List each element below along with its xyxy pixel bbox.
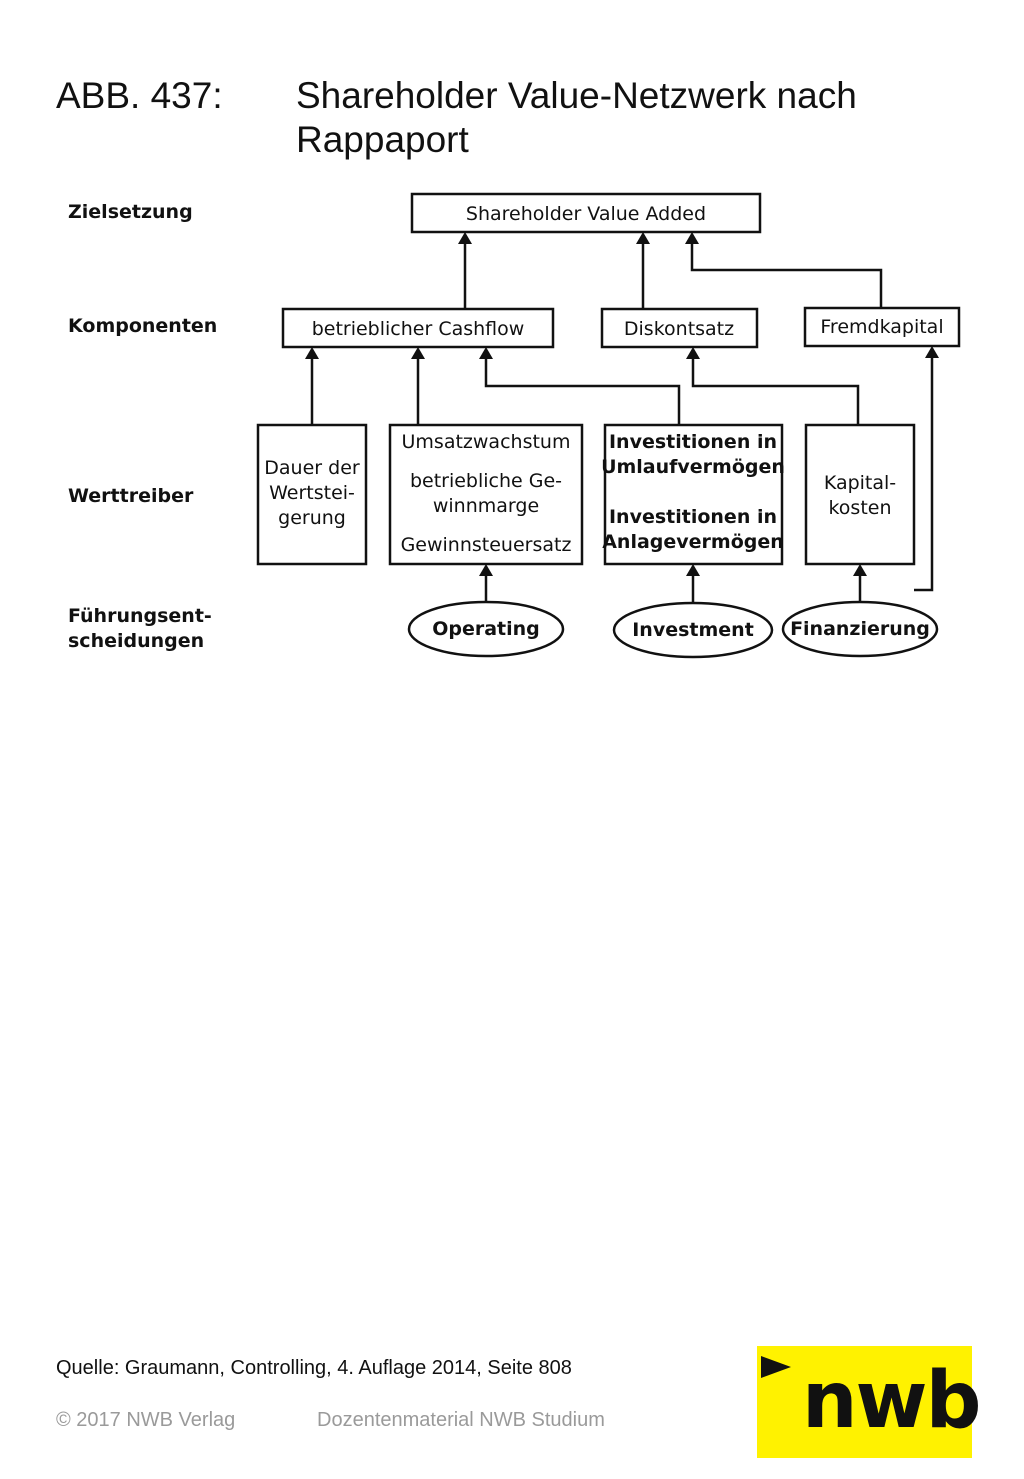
driver-dauer-line-1: Dauer der	[264, 457, 360, 479]
level-label-fuehrung-1: Führungsent-	[68, 605, 212, 627]
driver-kapitalkosten-line-1: Kapital-	[824, 472, 896, 494]
driver-investitionen-line-1: Investitionen in	[609, 431, 777, 453]
course-material-label: Dozentenmaterial NWB Studium	[317, 1409, 605, 1431]
driver-dauer-line-2: Wertstei-	[269, 482, 355, 504]
level-label-komponenten: Komponenten	[68, 315, 217, 337]
driver-kapitalkosten-box	[804, 423, 916, 566]
logo-text: nwb	[802, 1356, 981, 1446]
component-diskontsatz-label: Diskontsatz	[624, 318, 734, 340]
driver-kapitalkosten-line-2: kosten	[828, 497, 891, 519]
decision-finanzierung-label: Finanzierung	[790, 618, 930, 640]
decision-investment-label: Investment	[632, 619, 754, 641]
arrow-finanzierung-to-fremdkapital	[914, 346, 939, 592]
driver-investitionen-line-4: Anlagevermögen	[602, 531, 784, 553]
goal-label: Shareholder Value Added	[466, 203, 706, 225]
driver-umsatz-line-3: winnmarge	[433, 495, 539, 517]
driver-investitionen-box	[603, 423, 784, 566]
level-label-zielsetzung: Zielsetzung	[68, 201, 193, 223]
source-citation: Quelle: Graumann, Controlling, 4. Auflag…	[56, 1357, 572, 1379]
driver-umsatz-line-1: Umsatzwachstum	[402, 431, 571, 453]
driver-umsatz-line-4: Gewinnsteuersatz	[401, 534, 572, 556]
arrow-kapitalkosten-to-diskontsatz	[686, 347, 860, 425]
arrow-fremdkapital-to-goal	[685, 232, 883, 308]
arrow-investitionen-to-cashflow	[479, 347, 681, 425]
component-diskontsatz-box	[600, 307, 759, 349]
copyright-notice: © 2017 NWB Verlag	[56, 1409, 236, 1431]
driver-umsatz-box	[388, 423, 584, 566]
component-cashflow-label: betrieblicher Cashflow	[312, 318, 525, 340]
figure-title: Shareholder Value-Netzwerk nach Rappapor…	[296, 75, 857, 160]
shareholder-value-network-diagram: Zielsetzung Komponenten Werttreiber Führ…	[68, 192, 961, 659]
component-fremdkapital-box	[803, 306, 961, 348]
goal-box	[410, 192, 762, 234]
decision-operating-label: Operating	[432, 618, 540, 640]
driver-dauer-line-3: gerung	[278, 507, 346, 529]
level-label-werttreiber: Werttreiber	[68, 485, 194, 507]
logo-arrow-icon	[761, 1356, 791, 1378]
figure-number: ABB. 437:	[56, 75, 223, 116]
driver-umsatz-line-2: betriebliche Ge-	[410, 470, 562, 492]
nwb-logo: nwb	[757, 1346, 981, 1458]
driver-investitionen-line-3: Investitionen in	[609, 506, 777, 528]
driver-investitionen-line-2: Umlaufvermögen	[601, 456, 785, 478]
component-fremdkapital-label: Fremdkapital	[820, 316, 943, 338]
level-label-fuehrung-2: scheidungen	[68, 630, 204, 652]
